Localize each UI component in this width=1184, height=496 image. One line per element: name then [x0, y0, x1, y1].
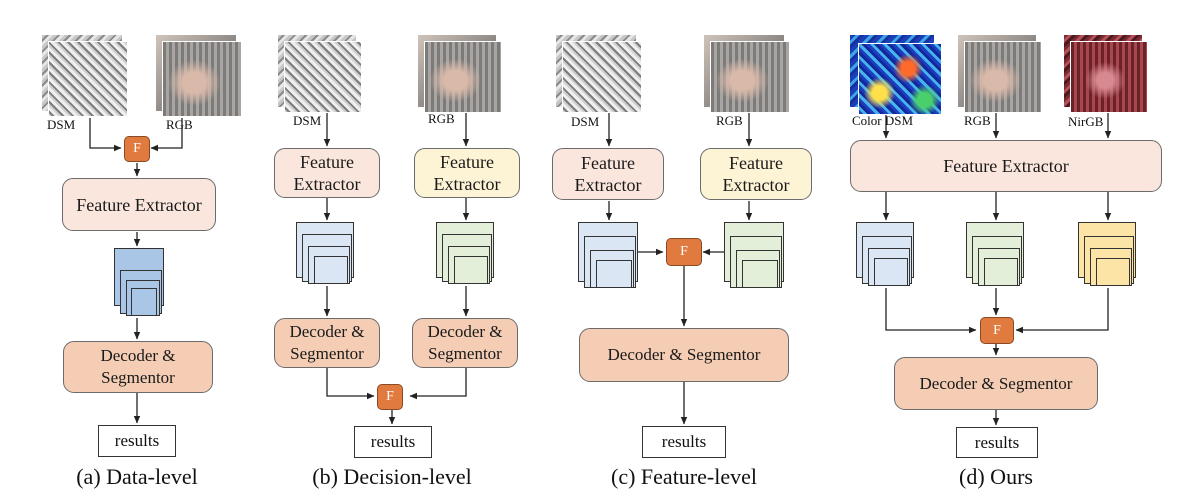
feature-line-2: Extractor	[574, 175, 642, 195]
decoder-line-1: Decoder &	[100, 346, 176, 365]
results-box: results	[98, 425, 176, 457]
fusion-node: F	[124, 136, 150, 162]
rgb-image	[704, 35, 790, 113]
feature-line-1: Feature	[300, 152, 354, 172]
feature-map-stack-rgb	[436, 222, 496, 286]
dsm-image	[556, 35, 642, 113]
rgb-image	[958, 35, 1042, 113]
results-box: results	[956, 427, 1038, 458]
decoder-segmentor: Decoder & Segmentor	[579, 328, 789, 382]
feature-extractor: Feature Extractor	[850, 140, 1162, 192]
rgb-image	[418, 35, 502, 113]
dsm-image	[278, 35, 362, 113]
rgb-label: RGB	[428, 111, 455, 126]
feature-line-1: Feature	[729, 153, 783, 173]
fusion-node: F	[666, 238, 702, 266]
color-dsm-image	[850, 35, 942, 115]
decoder-line-1: Decoder &	[289, 322, 365, 341]
dsm-image	[42, 35, 128, 117]
fusion-node: F	[980, 317, 1014, 344]
decoder-segmentor-dsm: Decoder & Segmentor	[274, 318, 380, 368]
caption-ours: (d) Ours	[959, 464, 1033, 489]
fusion-node: F	[377, 384, 403, 410]
decoder-line-2: Segmentor	[290, 344, 364, 363]
caption-data-level: (a) Data-level	[76, 464, 198, 489]
feature-extractor: Feature Extractor	[62, 178, 216, 231]
caption-feature-level: (c) Feature-level	[611, 464, 757, 489]
color-dsm-label: Color DSM	[852, 113, 914, 128]
nirgb-image	[1064, 35, 1148, 113]
feature-line-1: Feature	[581, 153, 635, 173]
results-box: results	[354, 426, 432, 458]
dsm-label: DSM	[47, 117, 76, 132]
caption-decision-level: (b) Decision-level	[312, 464, 472, 489]
decoder-line-1: Decoder &	[427, 322, 503, 341]
rgb-label: RGB	[166, 117, 193, 132]
decoder-segmentor: Decoder & Segmentor	[63, 341, 213, 393]
rgb-label: RGB	[964, 113, 991, 128]
feature-map-stack-rgb	[966, 222, 1028, 288]
rgb-label: RGB	[716, 113, 743, 128]
feature-map-stack-rgb	[724, 222, 786, 290]
decoder-line-2: Segmentor	[101, 368, 175, 387]
results-box: results	[642, 426, 726, 458]
feature-line-2: Extractor	[433, 174, 501, 194]
feature-map-stack-dsm	[856, 222, 918, 288]
decoder-segmentor: Decoder & Segmentor	[894, 357, 1098, 410]
decoder-segmentor-rgb: Decoder & Segmentor	[412, 318, 518, 368]
dsm-label: DSM	[571, 114, 600, 129]
nirgb-label: NirGB	[1068, 114, 1104, 129]
rgb-image	[156, 35, 242, 117]
feature-map-stack-dsm	[296, 222, 356, 286]
feature-map-stack-nirgb	[1078, 222, 1140, 288]
feature-line-2: Extractor	[722, 175, 790, 195]
feature-line-1: Feature	[440, 152, 494, 172]
feature-map-stack	[114, 248, 166, 320]
feature-map-stack-dsm	[578, 222, 640, 290]
dsm-label: DSM	[293, 113, 322, 128]
decoder-line-2: Segmentor	[428, 344, 502, 363]
feature-line-2: Extractor	[293, 174, 361, 194]
